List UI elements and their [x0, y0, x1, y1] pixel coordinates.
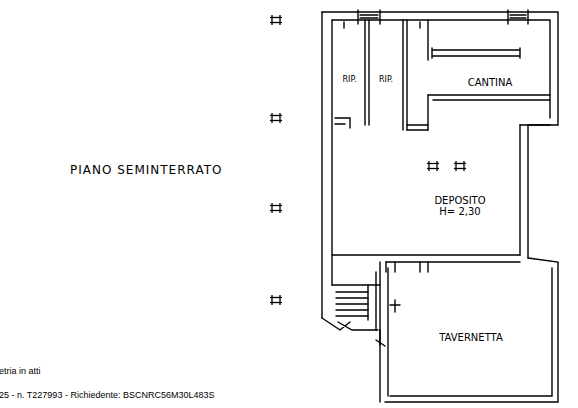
- room-name: CANTINA: [468, 77, 513, 89]
- floor-title: PIANO SEMINTERRATO: [70, 163, 222, 177]
- room-name: DEPOSITO: [434, 195, 485, 207]
- room-name: RIP.: [342, 75, 356, 84]
- storeroom: DEPOSITOH= 2,30: [405, 186, 515, 226]
- tavern-room: TAVERNETTA: [392, 326, 550, 350]
- room-name: TAVERNETTA: [439, 332, 503, 344]
- request-line: 25 - n. T227993 - Richiedente: BSCNRC56M…: [0, 390, 214, 400]
- room-height: H= 2,30: [439, 206, 480, 218]
- note-text: etria in atti: [0, 366, 41, 376]
- storage-room: RIP.: [334, 70, 365, 90]
- room-name: RIP.: [379, 75, 393, 84]
- storage-room: RIP.: [369, 70, 403, 90]
- cellar-room: CANTINA: [432, 72, 548, 94]
